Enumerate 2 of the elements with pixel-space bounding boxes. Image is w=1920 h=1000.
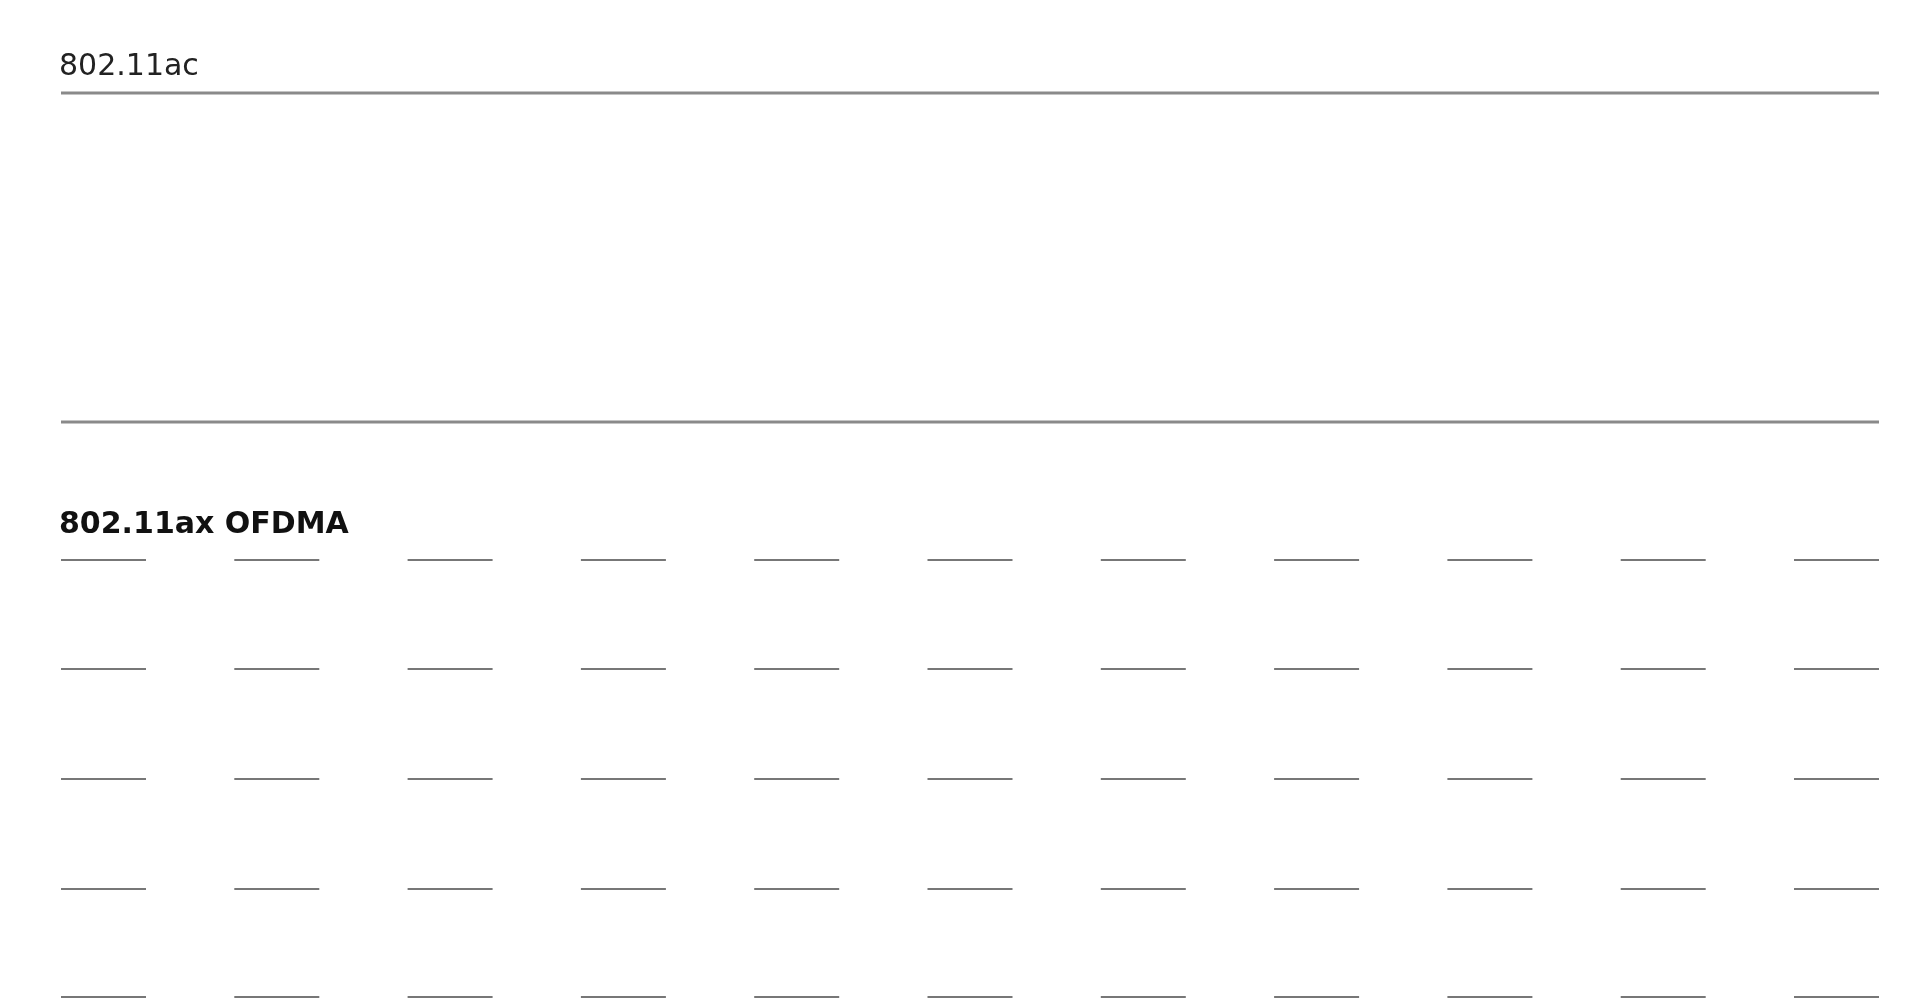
section-heading: 802.11ac	[59, 50, 199, 80]
section-heading: 802.11ax OFDMA	[59, 508, 349, 538]
